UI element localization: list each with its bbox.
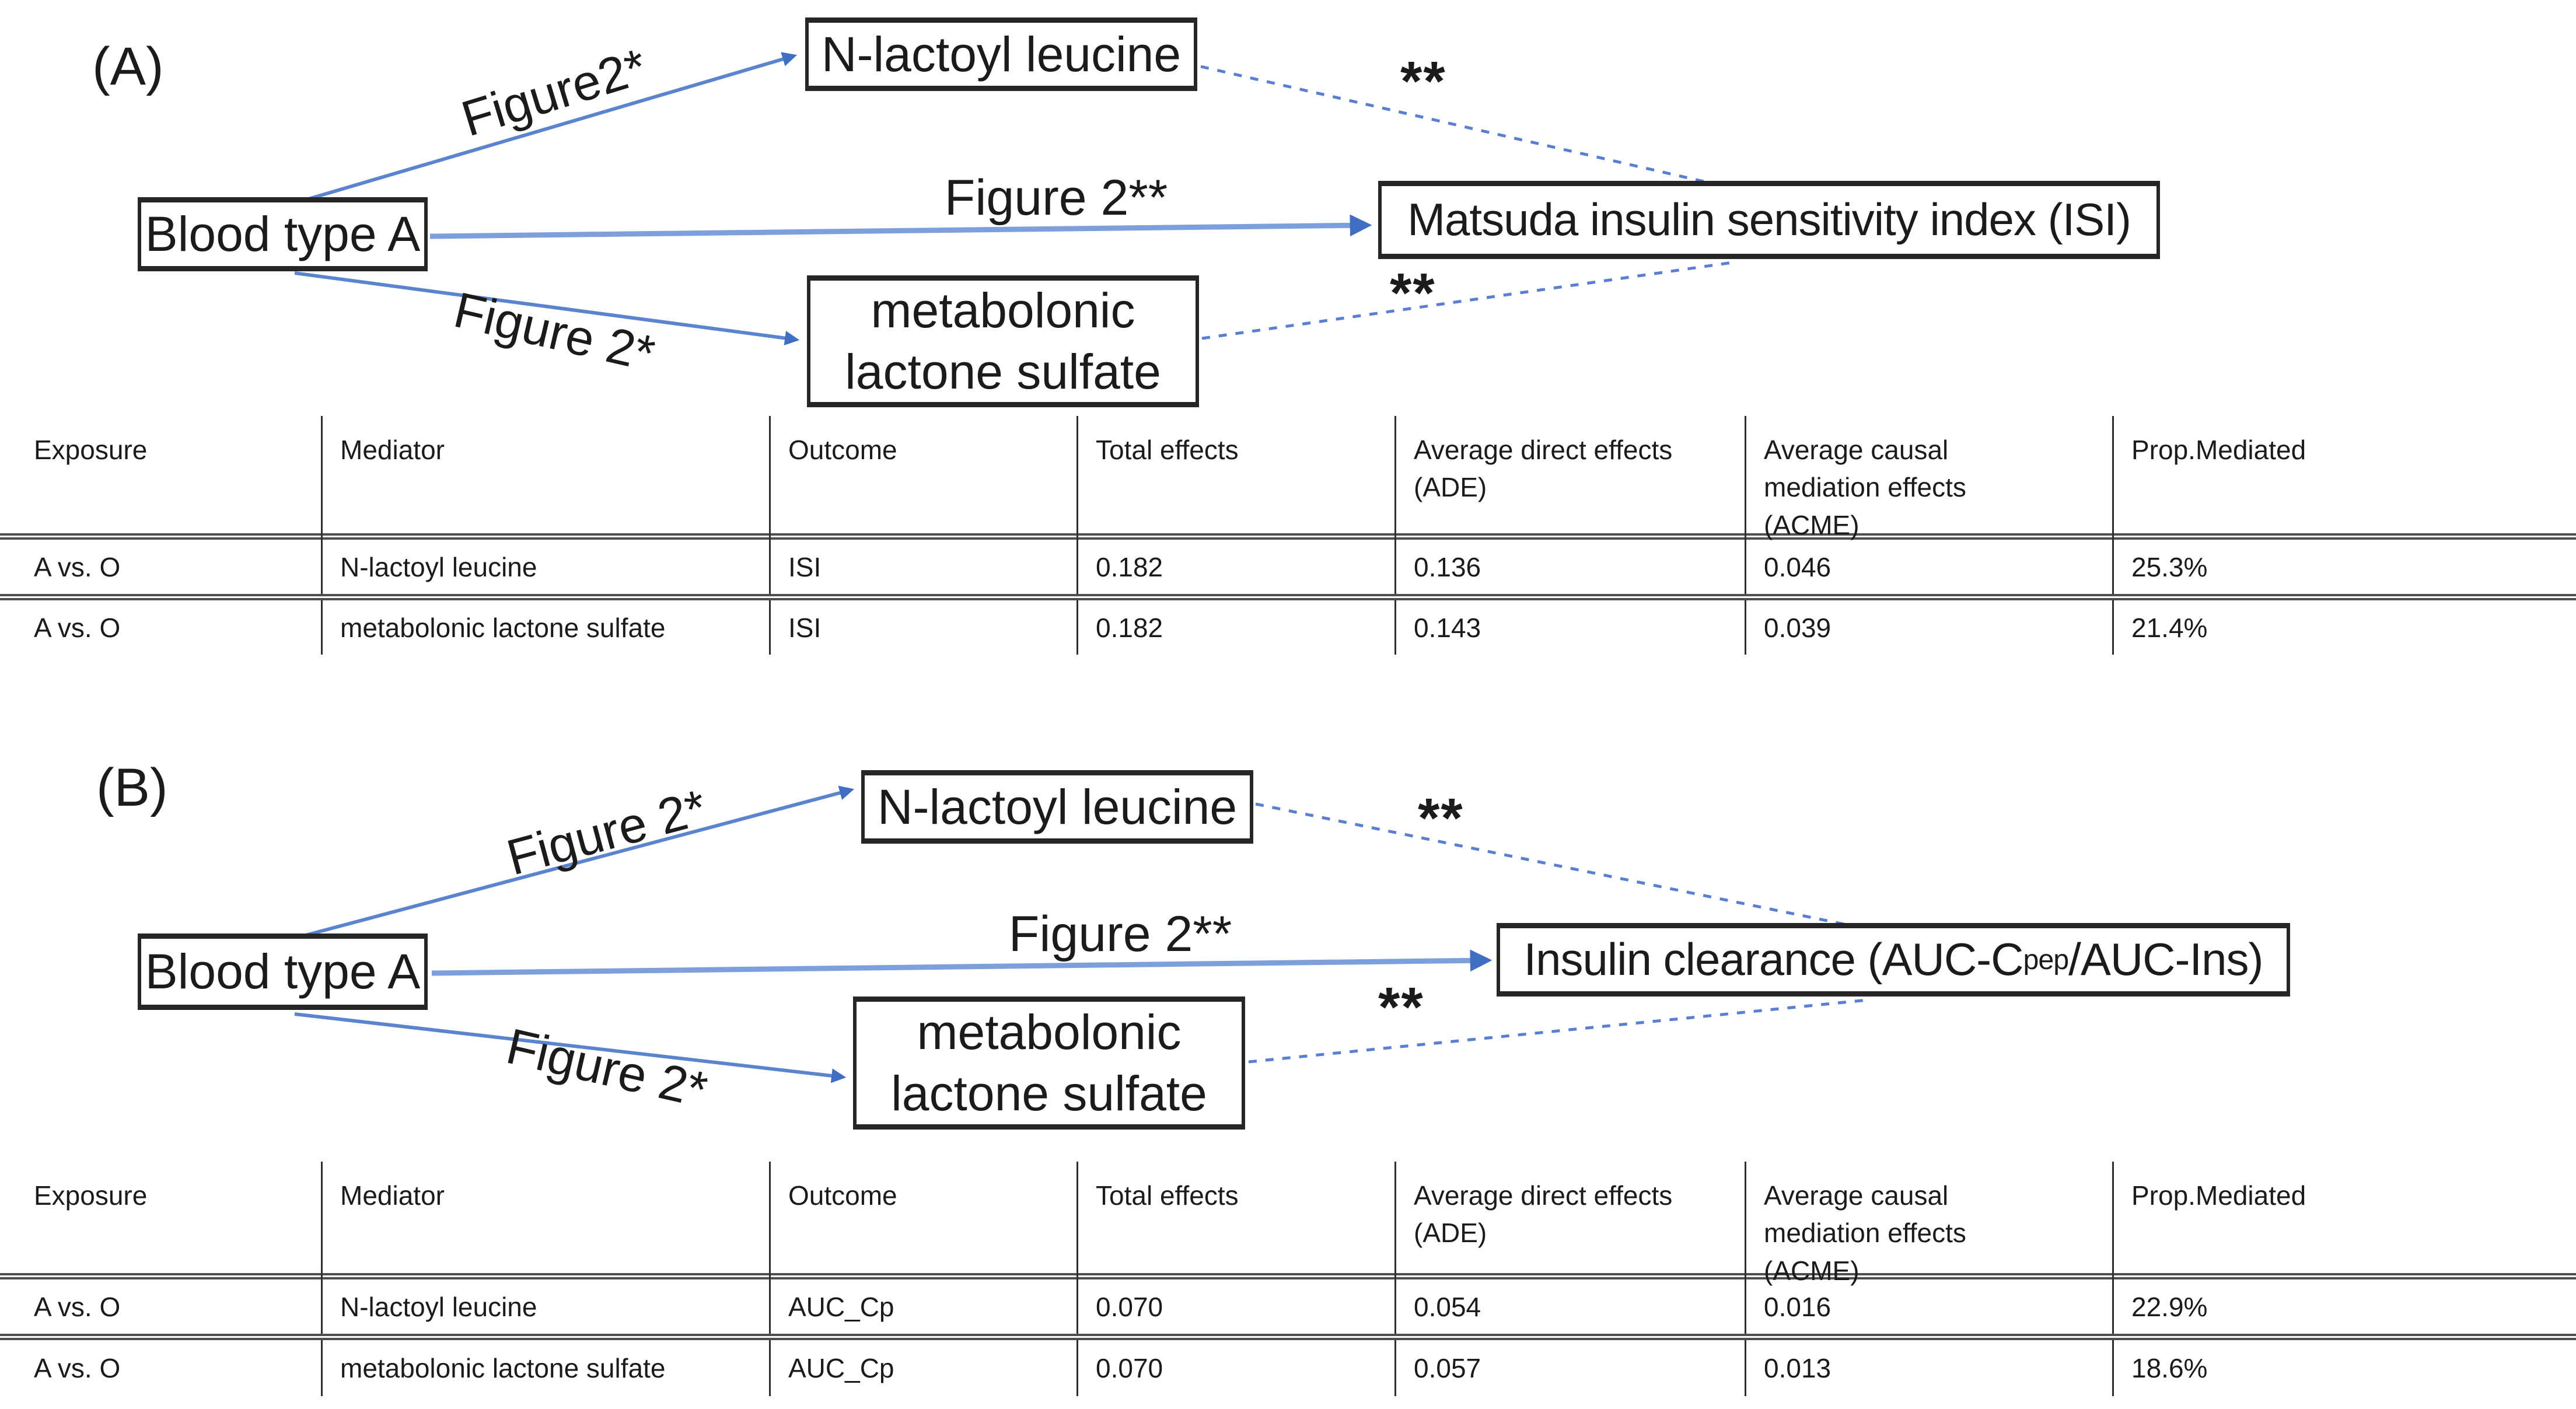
cell-ade: 0.136 [1394,540,1745,594]
box-a-outcome: Matsuda insulin sensitivity index (ISI) [1378,181,2160,259]
cell-mediator: N-lactoyl leucine [321,540,769,594]
arrow-b-exposure-to-mediator-top [294,785,855,940]
header-prop-mediated: Prop.Mediated [2112,416,2576,544]
table-b-row-1: A vs. O N-lactoyl leucine AUC_Cp 0.070 0… [0,1279,2576,1340]
table-a-header-row: Exposure Mediator Outcome Total effects … [0,416,2576,544]
outcome-text-prefix: Insulin clearance (AUC-C [1523,933,2023,985]
cell-prop-mediated: 25.3% [2112,540,2576,594]
cell-ade: 0.057 [1394,1340,1745,1396]
cell-total-effects: 0.070 [1076,1279,1394,1334]
arrow-a-exposure-to-mediator-bottom [294,271,800,346]
outcome-text-suffix: /AUC-Ins) [2068,933,2263,985]
arrow-label-a-middle: Figure 2** [944,170,1168,226]
box-a-exposure: Blood type A [138,197,428,271]
cell-exposure: A vs. O [34,1353,121,1383]
cell-ade: 0.054 [1394,1279,1745,1334]
header-acme: Average causal mediation effects (ACME) [1745,1162,2112,1290]
dash-a-mediator-top-to-outcome [1200,65,1732,190]
cell-mediator: N-lactoyl leucine [321,1279,769,1334]
cell-prop-mediated: 18.6% [2112,1340,2576,1396]
dash-a-mediator-bottom-to-outcome [1201,261,1732,340]
header-acme: Average causal mediation effects (ACME) [1745,416,2112,544]
table-a-row-2: A vs. O metabolonic lactone sulfate ISI … [0,600,2576,655]
box-a-mediator-bottom: metabolonic lactone sulfate [807,275,1199,407]
significance-b-bottom: ** [1378,976,1424,1039]
outcome-text-subscript: pep [2023,943,2069,976]
cell-mediator: metabolonic lactone sulfate [321,600,769,655]
cell-acme: 0.013 [1745,1340,2112,1396]
cell-acme: 0.016 [1745,1279,2112,1334]
cell-acme: 0.039 [1745,600,2112,655]
arrow-a-exposure-to-mediator-top [294,52,798,205]
header-outcome: Outcome [769,416,1076,544]
panel-a-label: (A) [92,37,164,96]
cell-total-effects: 0.182 [1076,540,1394,594]
mediation-table-a: Exposure Mediator Outcome Total effects … [0,416,2576,655]
header-exposure: Exposure [34,1180,148,1211]
header-exposure: Exposure [34,435,148,465]
table-b-row-2: A vs. O metabolonic lactone sulfate AUC_… [0,1340,2576,1396]
header-prop-mediated: Prop.Mediated [2112,1162,2576,1290]
cell-exposure: A vs. O [34,551,121,582]
mediation-table-b: Exposure Mediator Outcome Total effects … [0,1162,2576,1396]
cell-exposure: A vs. O [34,612,121,643]
box-a-mediator-top: N-lactoyl leucine [805,18,1197,91]
header-ade: Average direct effects (ADE) [1394,416,1745,544]
significance-a-bottom: ** [1390,262,1436,324]
cell-outcome: AUC_Cp [769,1340,1076,1396]
cell-outcome: AUC_Cp [769,1279,1076,1334]
box-b-exposure: Blood type A [138,933,428,1010]
panel-b-label: (B) [96,758,168,817]
cell-prop-mediated: 21.4% [2112,600,2576,655]
header-ade: Average direct effects (ADE) [1394,1162,1745,1290]
cell-exposure: A vs. O [34,1291,121,1322]
header-mediator: Mediator [321,416,769,544]
header-total-effects: Total effects [1076,416,1394,544]
box-b-mediator-top: N-lactoyl leucine [861,770,1253,844]
cell-acme: 0.046 [1745,540,2112,594]
cell-outcome: ISI [769,540,1076,594]
arrow-a-exposure-to-outcome [429,214,1372,239]
dash-b-mediator-top-to-outcome [1255,802,1868,931]
header-total-effects: Total effects [1076,1162,1394,1290]
cell-total-effects: 0.182 [1076,600,1394,655]
box-b-mediator-bottom: metabolonic lactone sulfate [853,997,1245,1130]
cell-total-effects: 0.070 [1076,1340,1394,1396]
arrow-label-b-middle: Figure 2** [1008,906,1232,962]
significance-b-top: ** [1418,787,1464,849]
arrow-b-exposure-to-outcome [431,949,1493,976]
header-outcome: Outcome [769,1162,1076,1290]
cell-outcome: ISI [769,600,1076,655]
significance-a-top: ** [1400,50,1446,113]
header-mediator: Mediator [321,1162,769,1290]
cell-mediator: metabolonic lactone sulfate [321,1340,769,1396]
dash-b-mediator-bottom-to-outcome [1248,998,1868,1064]
table-b-header-row: Exposure Mediator Outcome Total effects … [0,1162,2576,1290]
cell-prop-mediated: 22.9% [2112,1279,2576,1334]
table-a-row-1: A vs. O N-lactoyl leucine ISI 0.182 0.13… [0,540,2576,600]
cell-ade: 0.143 [1394,600,1745,655]
arrow-b-exposure-to-mediator-bottom [294,1012,847,1083]
